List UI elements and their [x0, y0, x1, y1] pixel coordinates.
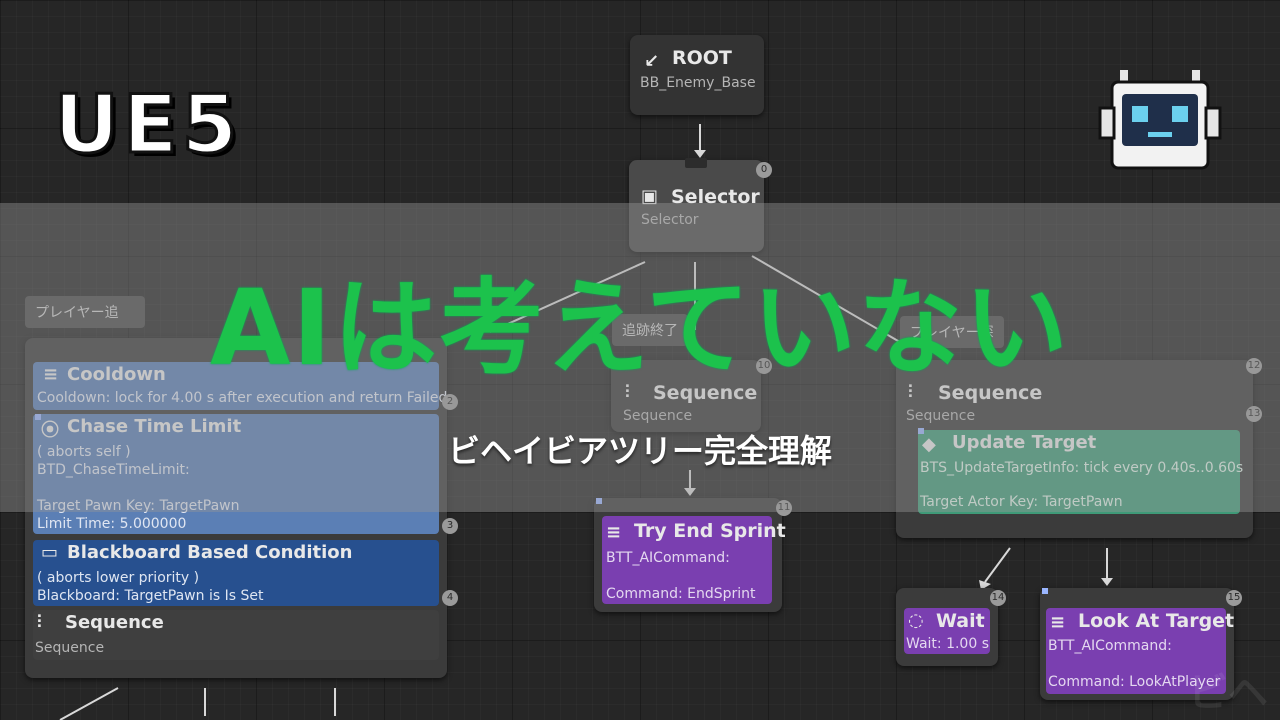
title-banner: [0, 203, 1280, 512]
update-target-line2: Target Actor Key: TargetPawn: [920, 494, 1123, 510]
look-at-target-line2: Command: LookAtPlayer: [1048, 674, 1221, 690]
cooldown-decorator[interactable]: ≡ Cooldown Cooldown: lock for 4.00 s aft…: [33, 362, 447, 410]
left-branch-node[interactable]: ≡ Cooldown Cooldown: lock for 4.00 s aft…: [25, 338, 447, 678]
chase-time-limit-decorator[interactable]: ⦿ Chase Time Limit ( aborts self ) BTD_C…: [33, 414, 439, 534]
blackboard-condition-icon: ▭: [41, 542, 59, 563]
wait-icon: ◌: [908, 610, 924, 631]
try-end-sprint-index: 11: [776, 500, 792, 516]
middle-sequence-subtitle: Sequence: [623, 408, 693, 424]
update-target-index: 13: [1246, 406, 1262, 422]
right-sequence-subtitle: Sequence: [906, 408, 976, 424]
selector-index: 0: [756, 162, 772, 178]
right-sequence-node[interactable]: ⫶ Sequence Sequence ◆ Update Target BTS_…: [896, 360, 1253, 538]
look-at-target-title: Look At Target: [1078, 610, 1235, 632]
root-blackboard: BB_Enemy_Base: [640, 75, 756, 91]
wait-index: 14: [990, 590, 1006, 606]
update-target-breakpoint-flag: [918, 428, 924, 434]
subheadline: ビヘイビアツリー完全理解: [447, 432, 832, 470]
selector-title: Selector: [671, 186, 760, 208]
comment-left[interactable]: プレイヤー追: [25, 296, 145, 328]
selector-node[interactable]: ▣ Selector Selector: [629, 158, 764, 252]
update-target-line1: BTS_UpdateTargetInfo: tick every 0.40s..…: [920, 460, 1244, 476]
look-at-target-node[interactable]: ≡ Look At Target BTT_AICommand: Command:…: [1040, 588, 1234, 700]
blackboard-condition-line2: Blackboard: TargetPawn is Is Set: [37, 588, 264, 604]
right-sequence-icon: ⫶: [908, 382, 913, 403]
wait-node[interactable]: ◌ Wait Wait: 1.00 s: [896, 588, 998, 666]
comment-middle[interactable]: 追跡終了: [612, 314, 688, 346]
left-sequence-icon: ⫶: [37, 612, 42, 633]
left-sequence-subtitle: Sequence: [35, 640, 105, 656]
blackboard-condition-title: Blackboard Based Condition: [67, 542, 353, 563]
wait-task[interactable]: ◌ Wait Wait: 1.00 s: [904, 608, 990, 654]
try-end-sprint-task[interactable]: ≡ Try End Sprint BTT_AICommand: Command:…: [602, 516, 786, 604]
selector-input-pin[interactable]: [685, 158, 707, 168]
middle-sequence-icon: ⫶: [625, 382, 630, 403]
blackboard-condition-line1: ( aborts lower priority ): [37, 570, 200, 586]
left-sequence-title: Sequence: [65, 612, 164, 633]
chase-time-limit-index: 3: [442, 518, 458, 534]
chase-time-limit-line3: Target Pawn Key: TargetPawn: [37, 498, 240, 514]
chase-time-limit-breakpoint-flag: [35, 414, 41, 420]
root-icon: ↙: [644, 51, 660, 72]
try-end-sprint-line2: Command: EndSprint: [606, 586, 756, 602]
cooldown-title: Cooldown: [67, 364, 166, 385]
chase-time-limit-line2: BTD_ChaseTimeLimit:: [37, 462, 190, 478]
try-end-sprint-node[interactable]: ≡ Try End Sprint BTT_AICommand: Command:…: [594, 498, 786, 612]
update-target-icon: ◆: [922, 434, 936, 455]
try-end-sprint-breakpoint-flag: [596, 498, 602, 504]
selector-subtitle: Selector: [641, 212, 699, 228]
blackboard-condition-index: 4: [442, 590, 458, 606]
look-at-target-line1: BTT_AICommand:: [1048, 638, 1172, 654]
chase-time-limit-icon: ⦿: [41, 420, 59, 441]
root-title: ROOT: [672, 47, 732, 69]
cooldown-index: 2: [442, 394, 458, 410]
update-target-service[interactable]: ◆ Update Target BTS_UpdateTargetInfo: ti…: [918, 430, 1244, 514]
look-at-target-breakpoint-flag: [1042, 588, 1048, 594]
chase-time-limit-line1: ( aborts self ): [37, 444, 131, 460]
cooldown-icon: ≡: [43, 364, 59, 385]
comment-right[interactable]: プレイヤー探: [900, 316, 1004, 348]
cooldown-desc: Cooldown: lock for 4.00 s after executio…: [37, 390, 448, 406]
try-end-sprint-line1: BTT_AICommand:: [606, 550, 730, 566]
look-at-target-task[interactable]: ≡ Look At Target BTT_AICommand: Command:…: [1046, 608, 1234, 694]
watermark-text: ビヘ: [1188, 670, 1268, 716]
right-sequence-title: Sequence: [938, 382, 1043, 404]
right-sequence-index: 12: [1246, 358, 1262, 374]
brand-logo-text: UE5: [52, 77, 242, 173]
middle-sequence-index: 10: [756, 358, 772, 374]
robot-icon: [1098, 70, 1222, 170]
headline: AIは考えていない: [210, 267, 1070, 389]
chase-time-limit-line4: Limit Time: 5.000000: [37, 516, 187, 532]
left-sequence-composite[interactable]: ⫶ Sequence Sequence: [33, 610, 439, 660]
look-at-target-index: 15: [1226, 590, 1242, 606]
look-at-target-icon: ≡: [1050, 612, 1066, 633]
chase-time-limit-title: Chase Time Limit: [67, 416, 242, 437]
try-end-sprint-title: Try End Sprint: [634, 520, 786, 542]
selector-icon: ▣: [641, 186, 659, 207]
root-node[interactable]: ↙ ROOT BB_Enemy_Base: [630, 35, 764, 115]
middle-sequence-node[interactable]: ⫶ Sequence Sequence: [611, 360, 761, 432]
wait-line1: Wait: 1.00 s: [906, 636, 989, 652]
middle-sequence-title: Sequence: [653, 382, 758, 404]
try-end-sprint-icon: ≡: [606, 522, 622, 543]
blackboard-condition-decorator[interactable]: ▭ Blackboard Based Condition ( aborts lo…: [33, 540, 439, 606]
update-target-title: Update Target: [952, 432, 1097, 453]
wait-title: Wait: [936, 610, 985, 632]
